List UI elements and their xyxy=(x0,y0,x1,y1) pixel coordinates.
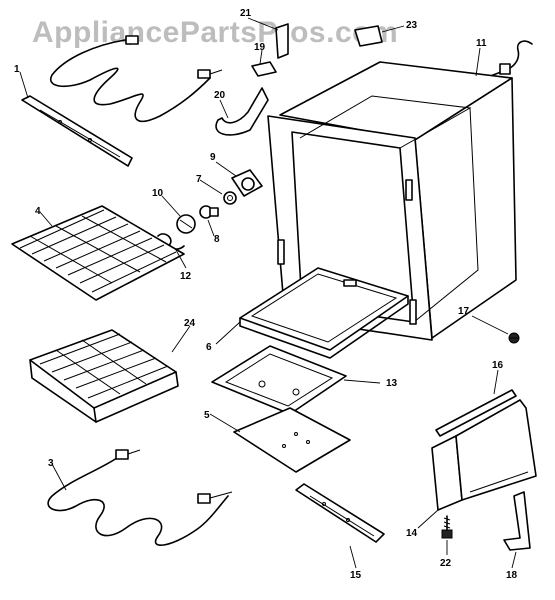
callout-19: 19 xyxy=(254,42,266,53)
oven-cavity xyxy=(267,61,517,341)
part-16-rod[interactable] xyxy=(435,389,517,437)
callout-15: 15 xyxy=(350,570,362,581)
callout-14: 14 xyxy=(406,528,418,539)
part-21-clip[interactable] xyxy=(275,23,289,59)
callout-1: 1 xyxy=(14,64,20,75)
part-7-socket[interactable] xyxy=(223,191,237,205)
part-1-bracket[interactable] xyxy=(21,95,133,167)
callout-17: 17 xyxy=(458,306,470,317)
part-23-plate[interactable] xyxy=(354,25,383,47)
callout-21: 21 xyxy=(240,8,252,19)
callout-22: 22 xyxy=(440,558,452,569)
part-11-wire[interactable] xyxy=(469,40,533,85)
part-12-clip[interactable] xyxy=(157,233,185,250)
part-13-panel[interactable] xyxy=(211,345,347,415)
callout-10: 10 xyxy=(152,188,164,199)
callout-9: 9 xyxy=(210,152,216,163)
callout-11: 11 xyxy=(476,38,487,49)
part-22-leveling-leg[interactable] xyxy=(441,515,453,539)
part-8-bulb[interactable] xyxy=(199,205,219,219)
callout-16: 16 xyxy=(492,360,504,371)
broil-element[interactable] xyxy=(49,35,223,122)
callout-4: 4 xyxy=(35,206,41,217)
part-17-screw[interactable] xyxy=(508,332,520,344)
callout-8: 8 xyxy=(214,234,220,245)
part-4-oven-rack[interactable] xyxy=(11,205,185,301)
part-19-bracket[interactable] xyxy=(251,61,277,77)
part-18-bracket[interactable] xyxy=(503,491,531,551)
part-15-rail[interactable] xyxy=(295,483,385,543)
callout-20: 20 xyxy=(214,90,226,101)
part-3-bake-element[interactable] xyxy=(47,449,233,546)
callout-13: 13 xyxy=(386,378,398,389)
part-6-tray[interactable] xyxy=(239,267,409,359)
callout-12: 12 xyxy=(180,271,192,282)
callout-6: 6 xyxy=(206,342,212,353)
callout-7: 7 xyxy=(196,174,202,185)
part-9-light-housing[interactable] xyxy=(231,169,263,197)
callout-23: 23 xyxy=(406,20,418,31)
part-14-bracket[interactable] xyxy=(431,399,537,511)
callout-3: 3 xyxy=(48,458,54,469)
callout-24: 24 xyxy=(184,318,196,329)
callout-5: 5 xyxy=(204,410,210,421)
part-20-bracket[interactable] xyxy=(215,87,269,136)
callout-18: 18 xyxy=(506,570,518,581)
part-10-lens[interactable] xyxy=(176,214,196,234)
watermark-text: AppliancePartsPros.com xyxy=(32,16,398,49)
leader-lines xyxy=(19,17,517,569)
callout-labels: 1 3 4 5 6 7 8 9 10 11 12 13 14 15 16 17 … xyxy=(14,8,518,581)
part-24-oven-rack[interactable] xyxy=(29,329,179,423)
part-5-bottom-plate[interactable] xyxy=(233,407,351,473)
